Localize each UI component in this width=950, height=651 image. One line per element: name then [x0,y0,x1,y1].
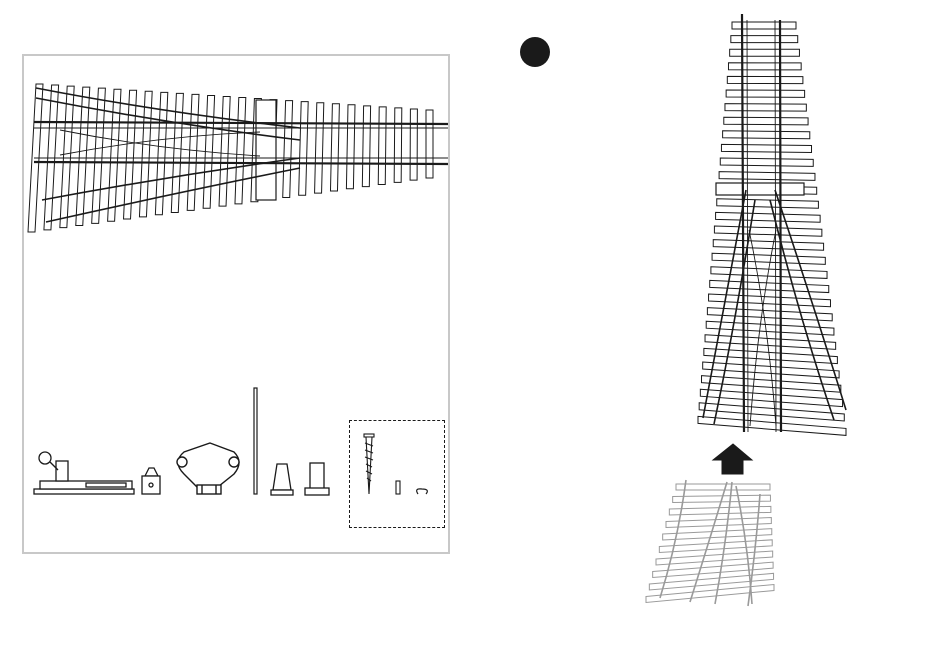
tie [60,86,74,228]
tie [726,90,804,97]
tie [719,172,815,181]
square-block-part [142,468,160,494]
tie [717,199,819,208]
tie [330,104,339,191]
mounting-plate-part [177,443,239,494]
tie [700,389,842,406]
tie [713,240,823,251]
tie [731,36,798,43]
throw-bar [716,183,804,195]
tie [315,103,324,193]
clip-part [417,489,428,494]
tie [187,94,199,210]
throw-bar [256,100,276,200]
tie [716,212,821,222]
tapered-joiner-part [271,464,293,495]
tie [725,104,806,112]
tie [410,109,417,180]
turnout-assembly-ties [698,22,846,435]
throw-rod-part [254,388,257,494]
tie [727,76,803,83]
tie [219,96,230,206]
tie [705,335,836,350]
pin-part [396,481,400,494]
tie [124,90,137,219]
tie [704,348,838,363]
ghost-track-ties [646,484,774,603]
tie [44,85,59,230]
tie [394,108,402,182]
tie [714,226,821,236]
tie [676,484,770,490]
tie [235,98,246,204]
tie [426,110,433,178]
tie [346,105,355,189]
tie [707,308,832,321]
tie [283,101,293,198]
tie [378,107,386,185]
insert-direction-arrow-icon [713,444,752,474]
tie [720,158,813,166]
tie [669,506,771,515]
tie [362,106,370,187]
tie [730,49,800,56]
tie [724,117,808,125]
tie [728,63,801,70]
tie [721,144,811,152]
tie [723,131,810,139]
tie [299,102,309,196]
screw-part [364,434,374,494]
ground-throw-lever-part [34,452,134,494]
tie [108,89,121,221]
flanged-joiner-part [305,463,329,495]
tie [706,321,834,335]
tie [139,91,152,217]
tie [712,253,825,264]
tie [666,518,771,528]
